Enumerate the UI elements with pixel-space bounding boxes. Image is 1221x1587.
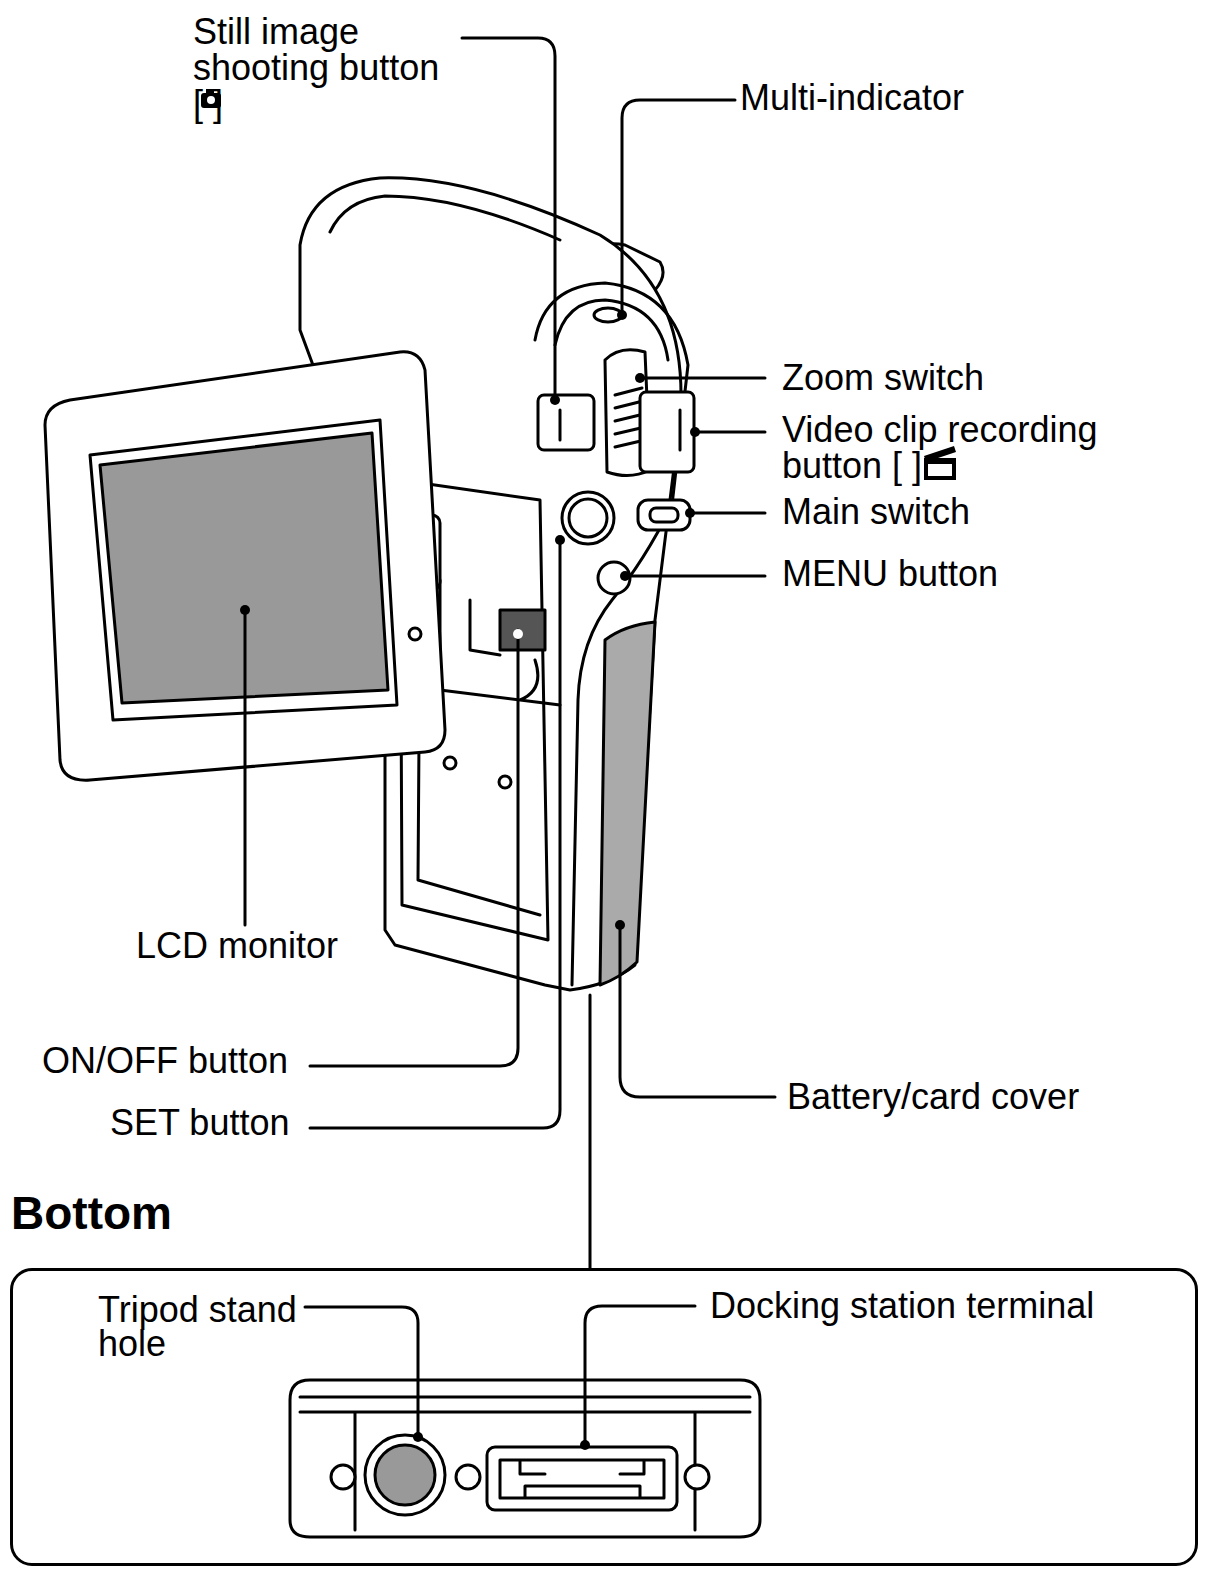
video-button: [640, 392, 694, 472]
main-switch-knob: [650, 508, 678, 522]
leader-line: [244, 610, 247, 925]
leader-line: [585, 1306, 695, 1445]
leader-line: [640, 377, 765, 380]
leader-dot: [413, 1432, 423, 1442]
part-label: Multi-indicator: [740, 80, 1040, 116]
body-edge: [330, 196, 560, 240]
still-button: [538, 395, 594, 450]
screw: [444, 757, 456, 769]
bottom-view: [290, 1380, 760, 1537]
part-label: Main switch: [782, 494, 1182, 530]
leader-dot: [615, 920, 625, 930]
movie-icon: [924, 458, 956, 480]
bottom-hole: [331, 1465, 355, 1489]
leader-line: [310, 630, 518, 1066]
leader-line: [622, 100, 735, 315]
docking-terminal: [487, 1447, 677, 1510]
leader-dot: [620, 571, 630, 581]
main-switch: [638, 500, 690, 530]
tripod-hole: [365, 1435, 445, 1515]
part-label: LCD monitor: [136, 928, 436, 964]
button-mark: [679, 410, 682, 450]
body-slot: [440, 580, 560, 705]
leader-dot: [240, 605, 250, 615]
lcd-mark: [409, 628, 421, 640]
leader-line: [310, 540, 560, 1128]
part-label: MENU button: [782, 556, 1182, 592]
part-label: Battery/card cover: [787, 1079, 1187, 1115]
leader-line: [305, 1307, 418, 1437]
bottom-view-lines: [300, 1397, 750, 1530]
part-label: Tripod stand hole: [98, 1293, 298, 1361]
movie-icon: [928, 464, 952, 476]
leader-dot: [550, 395, 560, 405]
screw: [499, 776, 511, 788]
leader-line: [690, 512, 765, 515]
terminal-pins: [500, 1460, 664, 1498]
menu-button: [598, 562, 630, 594]
part-label: SET button: [110, 1105, 410, 1141]
leader-dot: [685, 508, 695, 518]
part-label: Docking station terminal: [710, 1289, 1190, 1323]
tripod-thread: [375, 1445, 435, 1505]
leader-line: [462, 38, 555, 400]
leader-line: [625, 575, 765, 578]
part-label: ON/OFF button: [42, 1043, 342, 1079]
leader-dot: [690, 427, 700, 437]
bottom-hole: [456, 1465, 480, 1489]
leader-line: [589, 995, 592, 1268]
on-off-button: [500, 610, 545, 650]
set-button: [569, 499, 607, 537]
part-label: Zoom switch: [782, 360, 1182, 396]
battery-cover: [600, 622, 655, 985]
set-button-ring: [562, 492, 614, 544]
leader-dot: [555, 535, 565, 545]
leader-dot: [617, 310, 627, 320]
leader-line: [695, 431, 765, 434]
section-heading: Bottom: [11, 1189, 411, 1237]
leader-dot: [580, 1440, 590, 1450]
control-face: [535, 283, 688, 985]
leader-dot: [635, 373, 645, 383]
part-label: Still image shooting button [ ]: [193, 14, 448, 122]
leader-line: [620, 925, 775, 1097]
button-mark: [559, 410, 562, 440]
section-panel: BottomTripod stand holeDocking station t…: [10, 1268, 1198, 1566]
bottom-hole: [685, 1465, 709, 1489]
part-label: Video clip recording button [ ]: [782, 412, 1112, 484]
control-face-inner: [555, 300, 668, 360]
leader-dot: [513, 629, 523, 639]
